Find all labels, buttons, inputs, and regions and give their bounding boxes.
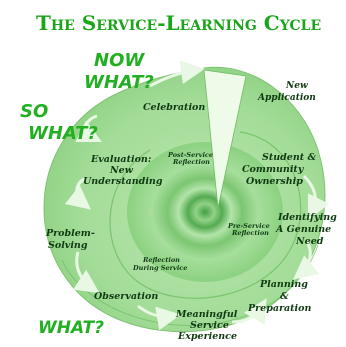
now-what-label-line1: NOW: [94, 50, 145, 71]
what-label: WHAT?: [38, 318, 104, 338]
evaluation-label-line2: New: [109, 165, 134, 176]
new-application-wedge: [203, 69, 247, 209]
planning-label-line3: Preparation: [247, 303, 311, 314]
observation-label: Observation: [94, 291, 158, 302]
ownership-label-line1: Student &: [262, 152, 316, 163]
planning-label-line1: Planning: [259, 279, 308, 290]
spiral-arm-inner: [109, 131, 302, 299]
experience-label-line2: Service: [190, 320, 229, 331]
arrow-planning: [292, 239, 320, 280]
post-service-reflection-line1: Post-Service: [167, 151, 213, 159]
arrow-experience: [231, 298, 267, 326]
so-what-label-line1: SO: [20, 101, 48, 122]
pre-service-reflection-line2: Reflection: [231, 229, 269, 237]
new-application-label-line1: New: [285, 81, 308, 91]
experience-label-line3: Experience: [177, 331, 237, 342]
so-what-label-line2: WHAT?: [28, 123, 98, 144]
diagram-title: The Service-Learning Cycle: [36, 11, 321, 35]
arrow-so-what: [75, 114, 103, 143]
arrow-celebration: [149, 60, 205, 88]
need-label-line3: Need: [295, 236, 324, 247]
during-service-reflection-line2: During Service: [132, 264, 187, 272]
arrow-observation: [137, 304, 181, 331]
problem-solving-label-line1: Problem-: [45, 228, 95, 239]
spiral-core: [127, 142, 283, 282]
evaluation-label-line1: Evaluation:: [90, 154, 151, 165]
need-label-line1: Identifying: [277, 212, 337, 223]
new-application-label-line2: Application: [257, 93, 316, 103]
planning-label-line2: &: [280, 291, 289, 302]
celebration-label: Celebration: [143, 102, 205, 113]
need-label-line2: A Genuine: [275, 224, 331, 235]
arrow-ownership: [302, 174, 330, 221]
experience-label-line1: Meaningful: [175, 309, 238, 320]
arrow-problem: [72, 251, 100, 293]
now-what-label-line2: WHAT?: [84, 72, 154, 93]
post-service-reflection-line2: Reflection: [172, 158, 210, 166]
arrow-evaluation: [64, 176, 92, 210]
evaluation-label-line3: Understanding: [83, 176, 163, 187]
pre-service-reflection-line1: Pre-Service: [227, 222, 270, 230]
during-service-reflection-line1: Reflection: [142, 256, 180, 264]
ownership-label-line2: Community: [242, 164, 305, 175]
ownership-label-line3: Ownership: [246, 176, 303, 187]
problem-solving-label-line2: Solving: [48, 240, 88, 251]
